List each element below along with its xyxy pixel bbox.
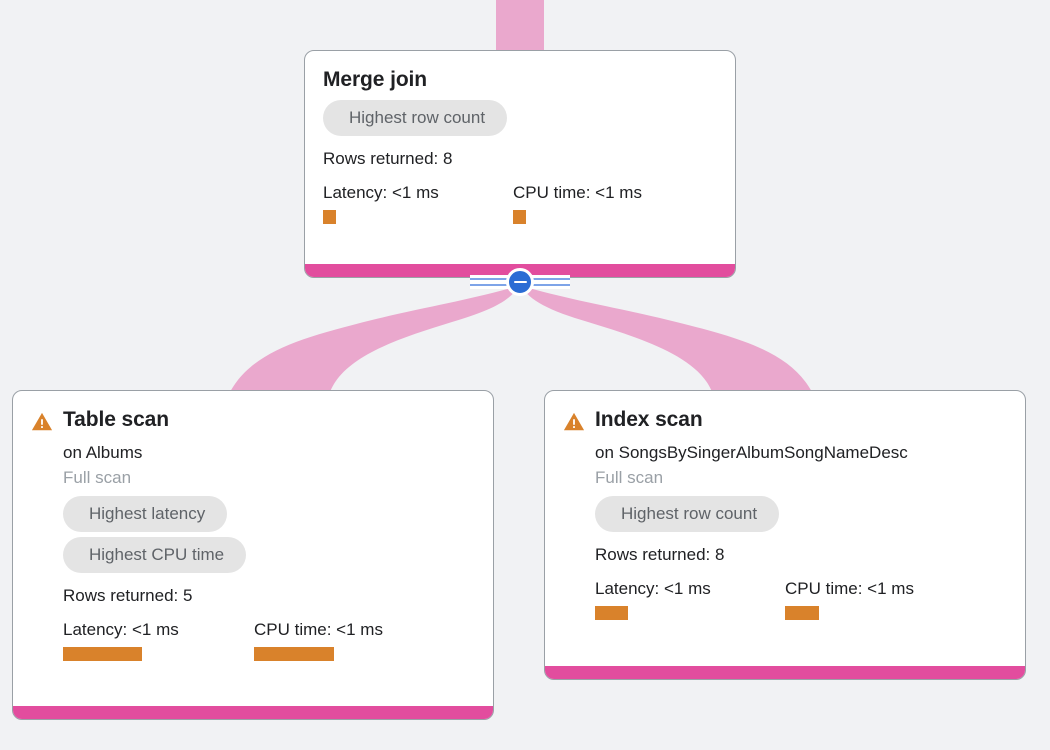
metric-cpu-time-bar [513, 210, 526, 224]
node-table-scan-accent-bar [13, 706, 493, 719]
node-table-scan-header: Table scan on Albums Full scan Highest l… [31, 407, 475, 661]
toggle-rail-line [520, 278, 570, 280]
metric-latency-label: Latency: <1 ms [595, 579, 711, 598]
metric-latency-bar [63, 647, 142, 661]
metric-latency: Latency: <1 ms [323, 182, 513, 224]
node-merge-join-chips: Highest row count [323, 100, 717, 141]
node-index-scan[interactable]: Index scan on SongsBySingerAlbumSongName… [544, 390, 1026, 680]
node-index-scan-chips: Highest row count [595, 496, 1007, 537]
node-index-scan-body: Index scan on SongsBySingerAlbumSongName… [545, 391, 1025, 666]
badge-highest-latency[interactable]: Highest latency [63, 496, 228, 532]
toggle-rail-line [470, 278, 520, 280]
node-table-scan-body: Table scan on Albums Full scan Highest l… [13, 391, 493, 706]
metric-cpu-time-label: CPU time: <1 ms [254, 620, 383, 639]
node-table-scan[interactable]: Table scan on Albums Full scan Highest l… [12, 390, 494, 720]
node-merge-join-heading-block: Merge join [323, 67, 717, 93]
metric-latency: Latency: <1 ms [595, 578, 785, 620]
node-scan-type: Full scan [595, 468, 664, 487]
node-title: Table scan [63, 408, 169, 431]
metric-latency-label: Latency: <1 ms [63, 620, 179, 639]
metric-cpu-time-bar [254, 647, 334, 661]
node-index-scan-heading-block: Index scan on SongsBySingerAlbumSongName… [595, 407, 1007, 620]
node-subtitle: on Albums [63, 443, 143, 462]
node-merge-join-header: Merge join [323, 67, 717, 93]
node-title: Index scan [595, 408, 703, 431]
toggle-rail-line [520, 284, 570, 286]
warning-triangle-icon [31, 412, 53, 431]
node-index-scan-accent-bar [545, 666, 1025, 679]
badge-highest-row-count[interactable]: Highest row count [323, 100, 508, 136]
metric-latency-bar [595, 606, 628, 620]
edge-mergejoin-to-table-scan [230, 286, 518, 392]
toggle-rail-line [470, 284, 520, 286]
metric-cpu-time: CPU time: <1 ms [513, 182, 642, 224]
node-merge-join[interactable]: Merge join Highest row count Rows return… [304, 50, 736, 278]
metric-cpu-time-label: CPU time: <1 ms [785, 579, 914, 598]
badge-highest-row-count[interactable]: Highest row count [595, 496, 780, 532]
node-title: Merge join [323, 68, 428, 91]
node-merge-join-metrics: Latency: <1 ms CPU time: <1 ms [323, 182, 717, 224]
metric-latency-label: Latency: <1 ms [323, 183, 439, 202]
edge-incoming-ribbon [496, 0, 544, 54]
node-table-scan-heading-block: Table scan on Albums Full scan Highest l… [63, 407, 475, 661]
node-subtitle: on SongsBySingerAlbumSongNameDesc [595, 443, 908, 462]
metric-latency: Latency: <1 ms [63, 619, 254, 661]
metric-latency-bar [323, 210, 336, 224]
metric-cpu-time-bar [785, 606, 819, 620]
warning-triangle-icon [563, 412, 585, 431]
edge-mergejoin-to-index-scan [522, 286, 812, 392]
metric-cpu-time-label: CPU time: <1 ms [513, 183, 642, 202]
node-scan-type: Full scan [63, 468, 132, 487]
metric-cpu-time: CPU time: <1 ms [254, 619, 383, 661]
rows-returned-label: Rows returned: 8 [595, 545, 725, 564]
minus-icon [513, 280, 527, 284]
rows-returned-label: Rows returned: 8 [323, 149, 453, 168]
node-table-scan-metrics: Latency: <1 ms CPU time: <1 ms [63, 619, 475, 661]
badge-highest-cpu-time[interactable]: Highest CPU time [63, 537, 247, 573]
metric-cpu-time: CPU time: <1 ms [785, 578, 914, 620]
node-index-scan-metrics: Latency: <1 ms CPU time: <1 ms [595, 578, 1007, 620]
node-index-scan-header: Index scan on SongsBySingerAlbumSongName… [563, 407, 1007, 620]
collapse-children-toggle[interactable] [506, 268, 534, 296]
rows-returned-label: Rows returned: 5 [63, 586, 193, 605]
node-merge-join-body: Merge join Highest row count Rows return… [305, 51, 735, 264]
node-table-scan-chips: Highest latency Highest CPU time [63, 496, 475, 578]
